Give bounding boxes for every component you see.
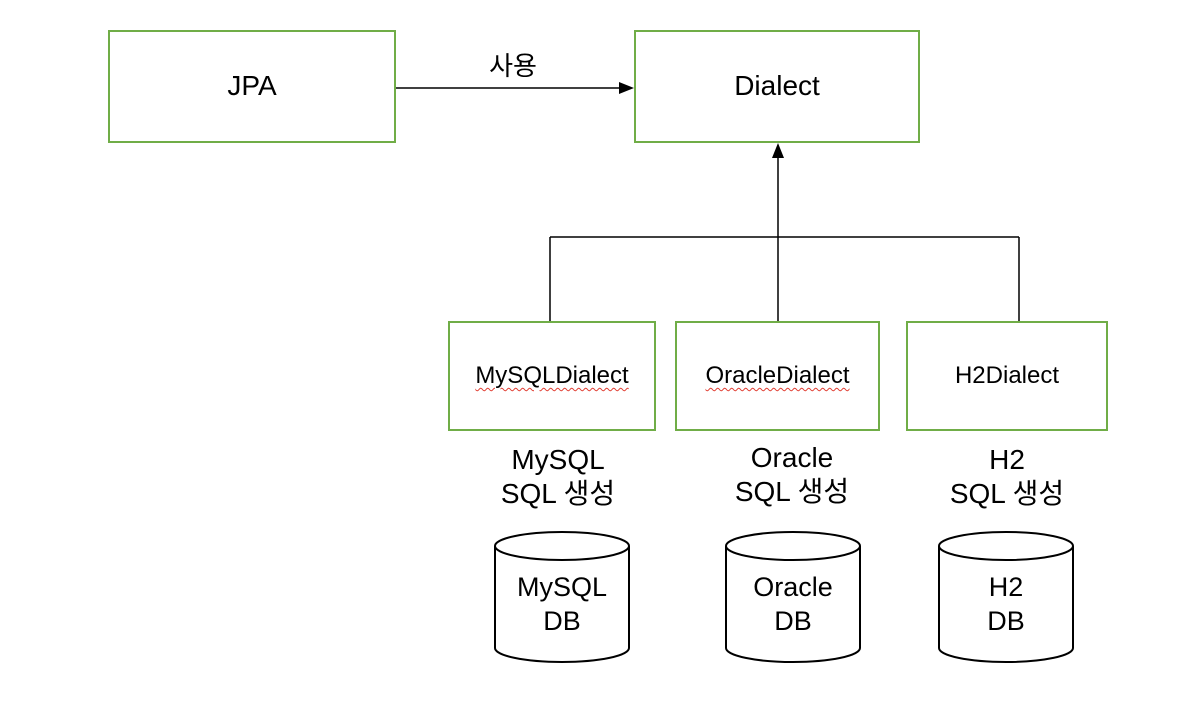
caption-mysql: MySQL SQL 생성 bbox=[438, 443, 678, 511]
edge-children-to-dialect bbox=[549, 143, 1020, 321]
caption-h2: H2 SQL 생성 bbox=[887, 443, 1127, 511]
node-h2-dialect: H2Dialect bbox=[906, 321, 1108, 431]
node-mysql-dialect: MySQLDialect bbox=[448, 321, 656, 431]
h2-db-cylinder bbox=[938, 531, 1074, 663]
caption-oracle-line1: Oracle bbox=[750, 442, 834, 473]
caption-h2-line1: H2 bbox=[989, 444, 1025, 475]
oracle-db-cylinder bbox=[725, 531, 861, 663]
h2-db-label-line2: DB bbox=[987, 606, 1025, 636]
mysql-db-label-line1: MySQL bbox=[516, 572, 608, 602]
node-oracle-dialect: OracleDialect bbox=[675, 321, 880, 431]
mysql-db-label: MySQL DB bbox=[482, 570, 642, 638]
caption-mysql-line2: SQL 생성 bbox=[500, 478, 616, 509]
arrowhead-up bbox=[772, 143, 784, 158]
mysql-db-cylinder bbox=[494, 531, 630, 663]
node-jpa: JPA bbox=[108, 30, 396, 143]
node-dialect: Dialect bbox=[634, 30, 920, 143]
h2-db-label-line1: H2 bbox=[988, 572, 1024, 602]
caption-h2-line2: SQL 생성 bbox=[949, 478, 1065, 509]
caption-oracle-line2: SQL 생성 bbox=[734, 476, 850, 507]
node-mysql-dialect-label: MySQLDialect bbox=[475, 361, 629, 389]
oracle-db-label-line2: DB bbox=[774, 606, 812, 636]
edge-jpa-to-dialect bbox=[396, 82, 634, 94]
oracle-db-label: Oracle DB bbox=[713, 570, 873, 638]
mysql-db-label-line2: DB bbox=[543, 606, 581, 636]
node-oracle-dialect-label: OracleDialect bbox=[705, 361, 850, 389]
node-dialect-label: Dialect bbox=[734, 70, 820, 102]
node-h2-dialect-label: H2Dialect bbox=[954, 361, 1060, 389]
caption-oracle: Oracle SQL 생성 bbox=[672, 441, 912, 509]
arrowhead-right bbox=[619, 82, 634, 94]
edge-label-use: 사용 bbox=[489, 51, 537, 81]
oracle-db-label-line1: Oracle bbox=[753, 572, 833, 602]
h2-db-label: H2 DB bbox=[926, 570, 1086, 638]
caption-mysql-line1: MySQL bbox=[511, 444, 605, 475]
node-jpa-label: JPA bbox=[227, 70, 277, 102]
